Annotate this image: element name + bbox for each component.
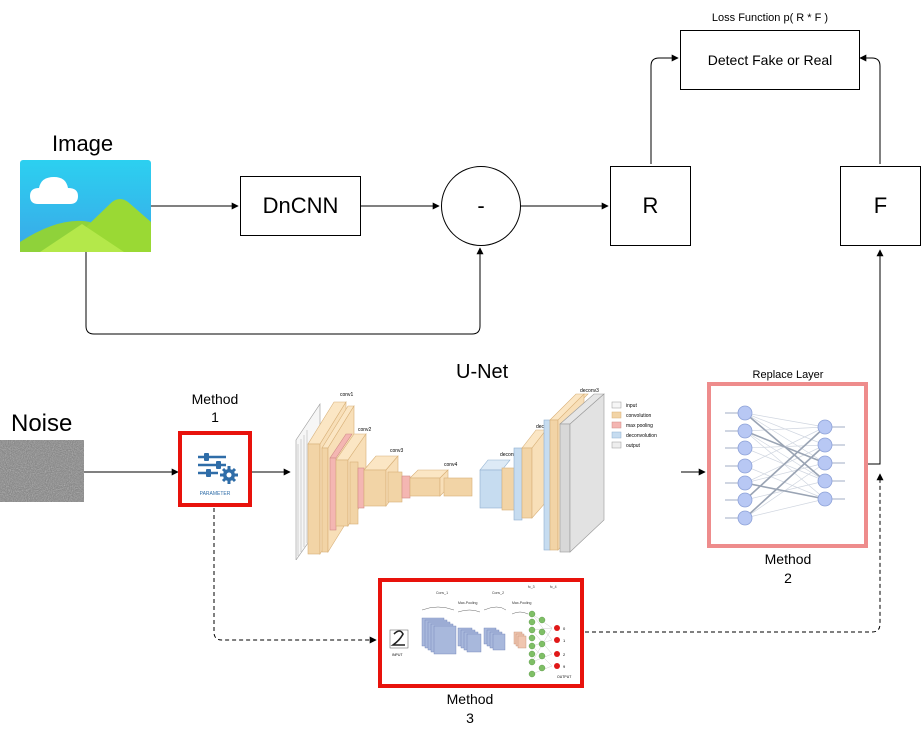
dncnn-box: DnCNN: [240, 176, 361, 236]
cnn-output-digit-9: 9: [563, 664, 566, 669]
cnn-output-caption: OUTPUT: [557, 675, 572, 679]
method2-label-line2: 2: [784, 570, 792, 586]
noise-label: Noise: [11, 410, 73, 437]
r-box: R: [610, 166, 691, 246]
image-icon: [20, 160, 151, 252]
svg-text:Conv_1: Conv_1: [436, 591, 448, 595]
method3-label-line2: 3: [466, 710, 474, 726]
replace-layer-label: Replace Layer: [740, 369, 836, 381]
cnn-output-digit-0: 0: [563, 626, 566, 631]
unet-label: U-Net: [456, 361, 509, 383]
svg-text:Max-Pooling: Max-Pooling: [458, 601, 478, 605]
arrow-replace-layer-to-f: [868, 249, 884, 465]
dashed-arrow-method1-to-method3: [213, 508, 377, 644]
svg-text:convolution: convolution: [626, 413, 652, 419]
method1-box: PARAMETER: [178, 431, 252, 507]
svg-text:output: output: [626, 443, 641, 449]
svg-text:input: input: [626, 403, 637, 409]
method2-label-line1: Method: [764, 551, 812, 567]
f-box: F: [840, 166, 921, 246]
handwritten-digit-2-icon: [390, 630, 405, 646]
replace-layer-box: [707, 382, 868, 548]
cnn-output-digit-2: 2: [563, 652, 566, 657]
cloud-icon: [30, 177, 78, 204]
svg-text:deconvolution: deconvolution: [626, 433, 657, 439]
noise-image: [0, 440, 84, 502]
cnn-input-caption: INPUT: [392, 653, 403, 657]
svg-text:max pooling: max pooling: [626, 423, 653, 429]
parameter-settings-icon: [198, 453, 238, 484]
loss-function-label: Loss Function p( R * F ): [711, 12, 829, 24]
unet-conv2-label: conv2: [358, 427, 372, 433]
parameter-caption: PARAMETER: [199, 491, 231, 497]
unet-diagram: conv1 conv2 conv3 conv4 deconv1 deconv2 …: [295, 388, 657, 560]
image-label: Image: [52, 131, 114, 156]
dncnn-label: DnCNN: [262, 193, 339, 218]
unet-conv3-label: conv3: [390, 448, 404, 454]
cnn-diagram: INPUT: [389, 585, 572, 679]
cnn-output-digit-1: 1: [563, 638, 566, 643]
unet-conv4-label: conv4: [444, 462, 458, 468]
unet-legend: input convolution max pooling deconvolut…: [611, 401, 657, 449]
arrow-r-to-detect: [650, 54, 679, 164]
arrow-f-to-detect: [859, 54, 881, 164]
unet-deconv1-label: deconv1: [500, 452, 519, 458]
method1-label-line1: Method: [191, 391, 239, 407]
detect-label: Detect Fake or Real: [707, 52, 833, 68]
subtract-node: -: [441, 166, 521, 246]
svg-text:Max-Pooling: Max-Pooling: [512, 601, 532, 605]
detect-box: Detect Fake or Real: [680, 30, 860, 90]
svg-text:Conv_2: Conv_2: [492, 591, 504, 595]
dashed-arrow-method3-to-f: [585, 473, 884, 633]
svg-text:fc_4: fc_4: [550, 585, 557, 589]
method1-label-line2: 1: [211, 409, 219, 425]
f-label: F: [873, 193, 888, 218]
subtract-label: -: [477, 193, 485, 218]
neural-network-icon: [725, 405, 845, 526]
method3-box: INPUT: [378, 578, 584, 688]
svg-text:fc_3: fc_3: [528, 585, 535, 589]
arrow-image-skip-to-subtract: [85, 247, 484, 335]
unet-deconv3-label: deconv3: [580, 388, 599, 394]
r-label: R: [642, 193, 659, 218]
method3-label-line1: Method: [446, 691, 494, 707]
unet-conv1-label: conv1: [340, 392, 354, 398]
